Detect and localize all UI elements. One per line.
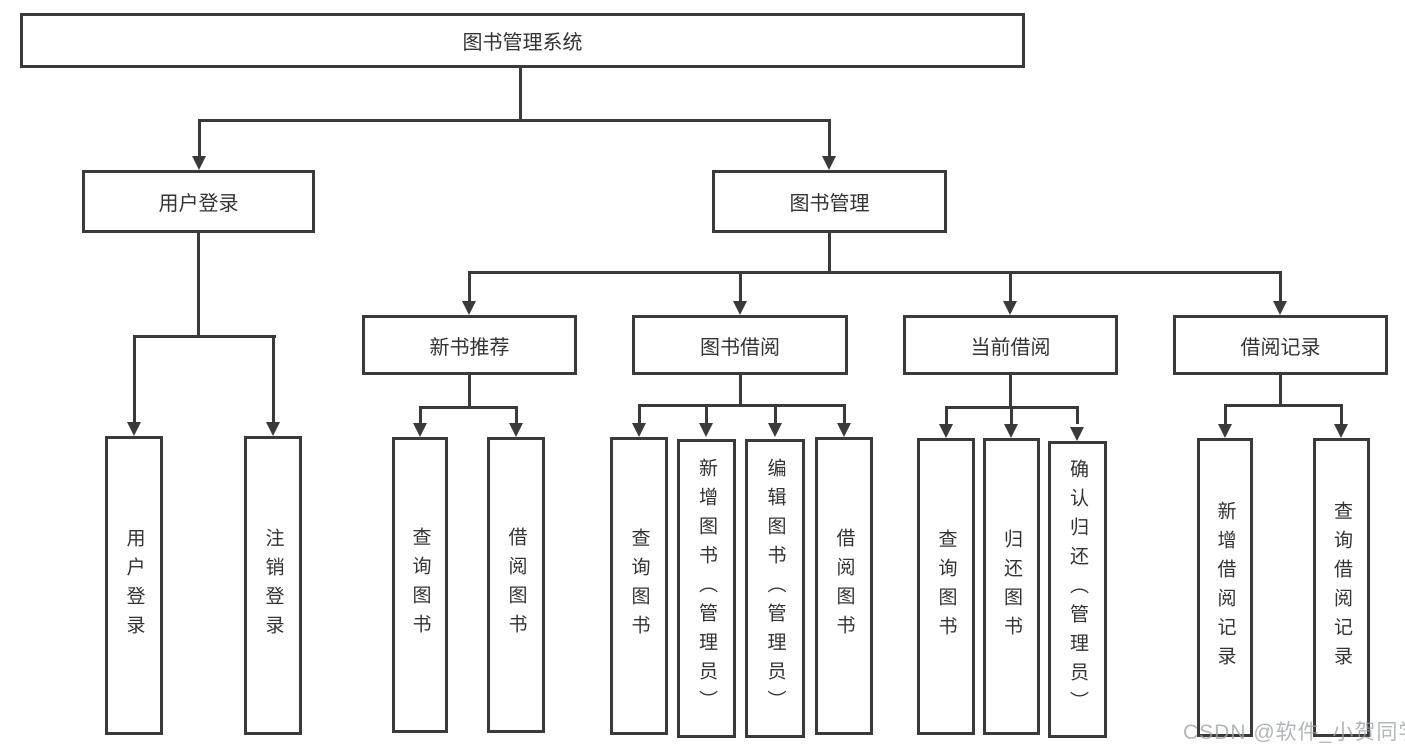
connector-line [638, 404, 641, 424]
leaf-user-login: 用户登录 [105, 436, 163, 735]
node-root-label: 图书管理系统 [462, 32, 583, 54]
arrowhead-down-icon [462, 301, 476, 315]
node-user-login-label: 用户登录 [158, 193, 239, 215]
leaf-query-book-1-label: 查询图书 [409, 527, 431, 643]
leaf-logout: 注销登录 [244, 436, 302, 735]
arrowhead-down-icon [632, 423, 646, 437]
leaf-add-book-label: 新增图书（管理员） [696, 458, 717, 719]
node-book-management: 图书管理 [712, 170, 947, 233]
arrowhead-down-icon [733, 301, 747, 315]
connector-line [638, 404, 846, 407]
arrowhead-down-icon [768, 423, 782, 437]
arrowhead-down-icon [266, 422, 280, 436]
connector-line [468, 271, 1282, 274]
leaf-user-login-label: 用户登录 [123, 527, 145, 644]
arrowhead-down-icon [1004, 424, 1018, 438]
leaf-borrow-book-1: 借阅图书 [487, 437, 545, 733]
leaf-borrow-book-2-label: 借阅图书 [833, 528, 855, 644]
node-borrow-records-label: 借阅记录 [1240, 336, 1321, 359]
connector-line [1009, 271, 1012, 304]
connector-line [419, 406, 518, 409]
connector-line [272, 335, 275, 425]
node-book-borrow-label: 图书借阅 [700, 336, 780, 359]
node-current-borrow-label: 当前借阅 [970, 336, 1051, 359]
connector-line [705, 404, 708, 424]
node-current-borrow: 当前借阅 [903, 315, 1118, 375]
node-user-login: 用户登录 [82, 170, 315, 233]
leaf-return-book-label: 归还图书 [1001, 528, 1022, 645]
connector-line [133, 335, 136, 425]
arrowhead-down-icon [1334, 424, 1348, 438]
arrowhead-down-icon [1070, 427, 1084, 441]
connector-line [468, 375, 471, 409]
leaf-add-borrow-record: 新增借阅记录 [1197, 438, 1253, 737]
arrowhead-down-icon [413, 423, 427, 437]
connector-line [1279, 375, 1282, 406]
connector-line [1279, 271, 1282, 304]
arrowhead-down-icon [837, 423, 851, 437]
leaf-query-book-2-label: 查询图书 [628, 528, 650, 644]
connector-line [739, 271, 742, 304]
node-new-book-recommend-label: 新书推荐 [429, 336, 510, 359]
connector-line [419, 406, 422, 424]
connector-line [828, 233, 831, 274]
node-root: 图书管理系统 [20, 13, 1025, 68]
leaf-add-book: 新增图书（管理员） [677, 439, 736, 738]
arrowhead-down-icon [1273, 301, 1287, 315]
arrowhead-down-icon [192, 156, 206, 170]
leaf-confirm-return-label: 确认归还（管理员） [1067, 459, 1088, 720]
leaf-query-book-3: 查询图书 [917, 438, 975, 735]
arrowhead-down-icon [127, 422, 141, 436]
leaf-return-book: 归还图书 [983, 438, 1040, 735]
connector-line [468, 271, 471, 304]
connector-line [1340, 404, 1343, 424]
leaf-query-book-3-label: 查询图书 [935, 528, 957, 645]
arrowhead-down-icon [1003, 301, 1017, 315]
csdn-watermark: CSDN @软件_小贺同学 [1183, 721, 1405, 744]
leaf-query-borrow-record: 查询借阅记录 [1313, 438, 1370, 737]
connector-line [945, 406, 948, 424]
connector-line [515, 406, 518, 424]
connector-line [1076, 406, 1079, 424]
connector-line [1224, 404, 1343, 407]
arrowhead-down-icon [699, 423, 713, 437]
arrowhead-down-icon [1218, 424, 1232, 438]
connector-line [519, 68, 522, 121]
connector-line [197, 233, 200, 338]
leaf-query-book-1: 查询图书 [392, 437, 448, 733]
connector-line [1224, 404, 1227, 424]
connector-line [843, 404, 846, 424]
connector-line [198, 119, 831, 122]
leaf-edit-book-label: 编辑图书（管理员） [764, 458, 786, 719]
leaf-query-borrow-record-label: 查询借阅记录 [1331, 500, 1352, 675]
node-new-book-recommend: 新书推荐 [362, 315, 577, 375]
leaf-add-borrow-record-label: 新增借阅记录 [1214, 500, 1236, 675]
connector-line [774, 404, 777, 424]
node-borrow-records: 借阅记录 [1173, 315, 1388, 375]
leaf-query-book-2: 查询图书 [610, 437, 668, 735]
connector-line [133, 335, 276, 338]
arrowhead-down-icon [939, 424, 953, 438]
node-book-borrow: 图书借阅 [632, 315, 848, 375]
leaf-logout-label: 注销登录 [262, 527, 284, 644]
leaf-borrow-book-1-label: 借阅图书 [505, 527, 527, 643]
leaf-borrow-book-2: 借阅图书 [815, 437, 873, 735]
connector-line [1009, 375, 1012, 409]
connector-line [828, 119, 831, 159]
node-book-management-label: 图书管理 [789, 193, 870, 215]
leaf-confirm-return: 确认归还（管理员） [1048, 441, 1107, 738]
connector-line [1010, 406, 1013, 424]
connector-line [198, 119, 201, 159]
leaf-edit-book: 编辑图书（管理员） [745, 439, 805, 738]
arrowhead-down-icon [822, 156, 836, 170]
connector-line [739, 375, 742, 407]
arrowhead-down-icon [509, 423, 523, 437]
